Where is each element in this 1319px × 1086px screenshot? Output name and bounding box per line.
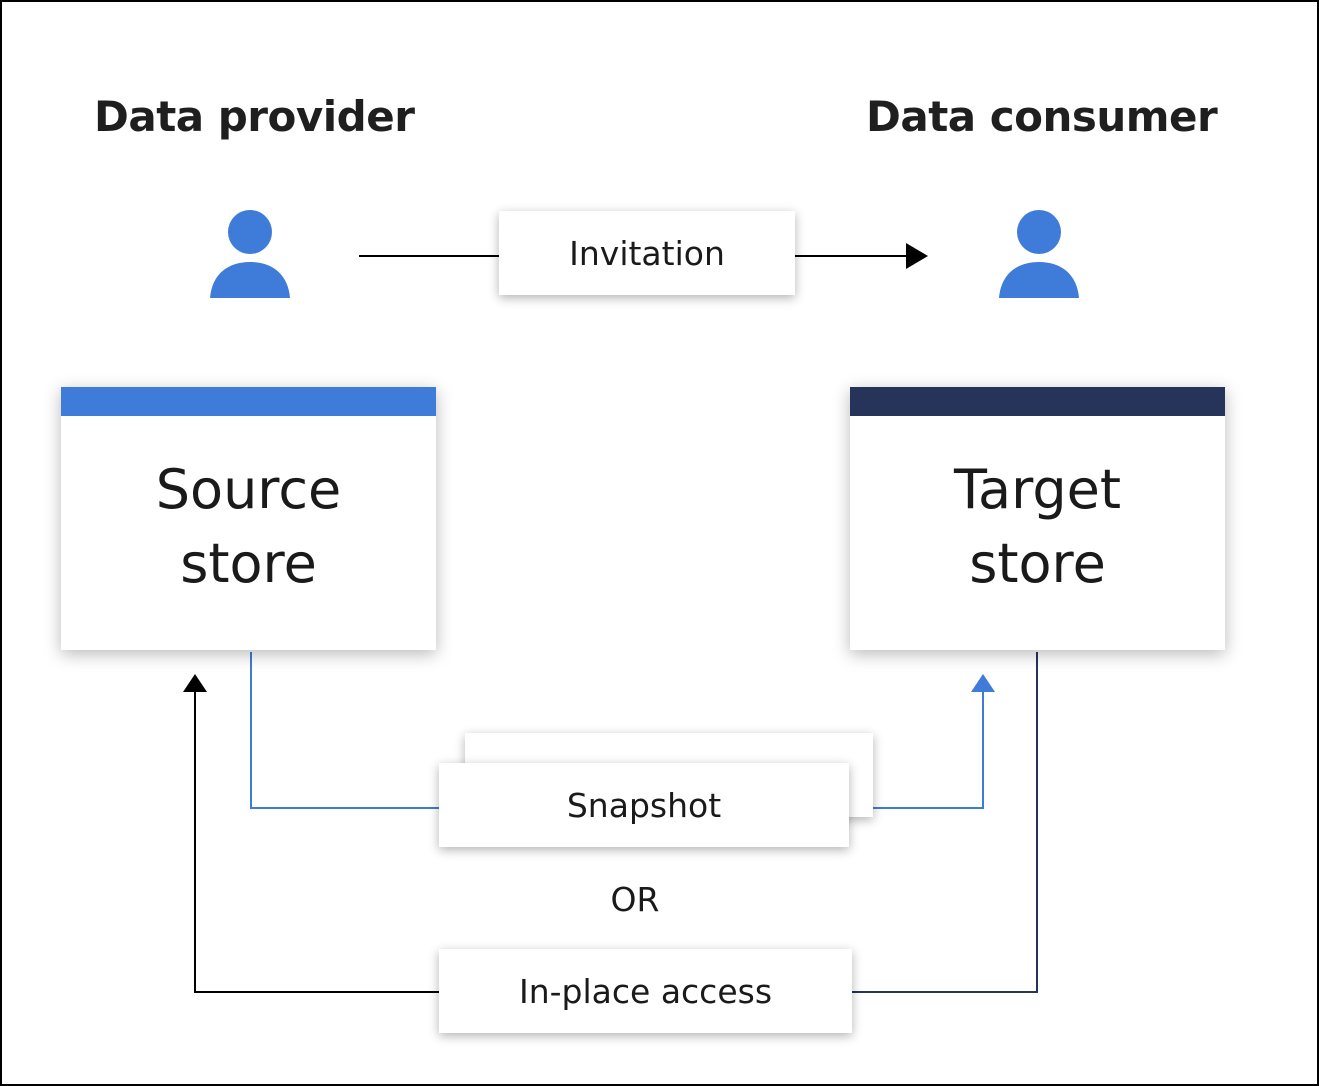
in-place-access-label-box: In-place access [439, 949, 852, 1033]
snapshot-label-box: Snapshot [439, 763, 849, 847]
inplace-line-left [194, 690, 439, 993]
invitation-label: Invitation [569, 233, 725, 273]
target-store-header-bar [850, 387, 1225, 416]
snapshot-line-left [250, 652, 439, 809]
target-store-label: Target store [953, 458, 1122, 595]
or-label: OR [610, 880, 660, 919]
invitation-arrowhead [906, 243, 928, 269]
in-place-access-label: In-place access [518, 971, 773, 1011]
snapshot-arrowhead [971, 674, 995, 692]
data-provider-heading: Data provider [94, 92, 415, 141]
inplace-arrowhead [183, 674, 207, 692]
source-store-header-bar [61, 387, 436, 416]
source-store-box: Source store [61, 387, 436, 650]
invitation-label-box: Invitation [499, 211, 795, 295]
snapshot-label: Snapshot [566, 785, 722, 825]
snapshot-line-right [873, 690, 984, 809]
target-store-box: Target store [850, 387, 1225, 650]
source-store-label: Source store [155, 458, 342, 595]
inplace-line-right [852, 652, 1038, 993]
provider-person-icon [208, 208, 292, 300]
data-consumer-heading: Data consumer [866, 92, 1218, 141]
consumer-person-icon [997, 208, 1081, 300]
